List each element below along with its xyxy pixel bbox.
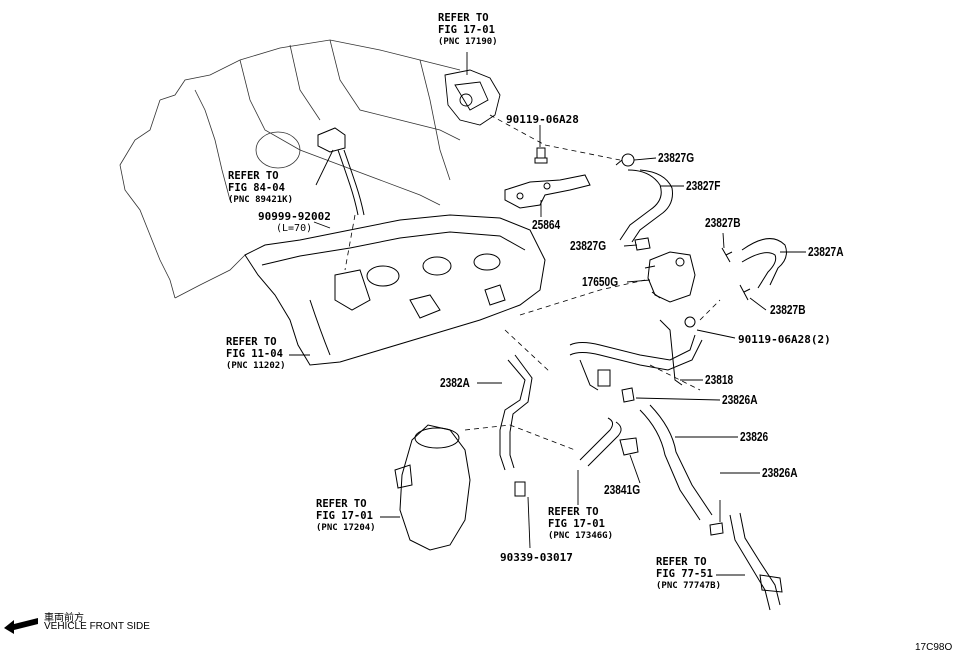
ref-89421k-line2: FIG 84-04 [228, 182, 285, 194]
part-2382a: 2382A [440, 375, 470, 390]
part-23827g-top: 23827G [658, 150, 695, 165]
ref-77747b-line1: REFER TO [656, 556, 707, 568]
bolt-top [534, 147, 548, 164]
ref-17204-line2: FIG 17-01 [316, 510, 373, 522]
ref-17190-line2: FIG 17-01 [438, 24, 495, 36]
hose-23827a [741, 238, 787, 289]
part-23826a-low: 23826A [762, 465, 798, 480]
hose-2382a [499, 354, 533, 471]
part-90339-03017: 90339-03017 [500, 551, 573, 564]
cylinder-head-cover [244, 214, 546, 366]
ref-17346g-line2: FIG 17-01 [548, 518, 605, 530]
ref-17204: REFER TO FIG 17-01 (PNC 17204) [316, 498, 376, 534]
front-direction-en: VEHICLE FRONT SIDE [44, 621, 150, 632]
part-23827a: 23827A [808, 244, 844, 259]
bracket-25864 [504, 174, 591, 209]
hose-23827f [619, 169, 673, 243]
part-17650g: 17650G [582, 274, 619, 289]
diagram-id: 17C98O [915, 642, 953, 653]
ref-11202: REFER TO FIG 11-04 (PNC 11202) [226, 336, 286, 372]
front-direction-jp: 車両前方 [44, 613, 84, 624]
part-23827g-mid: 23827G [570, 238, 607, 253]
part-23827b-bottom: 23827B [770, 302, 806, 317]
ref-77747b-line3: (PNC 77747B) [656, 581, 722, 591]
part-90999-92002: 90999-92002 [258, 210, 331, 223]
ref-17346g-line3: (PNC 17346G) [548, 531, 614, 541]
ref-17204-line1: REFER TO [316, 498, 367, 510]
part-25864: 25864 [532, 217, 561, 232]
throttle-body [444, 69, 501, 126]
ref-89421k-line3: (PNC 89421K) [228, 195, 294, 205]
ref-11202-line2: FIG 11-04 [226, 348, 283, 360]
part-23827b-top: 23827B [705, 215, 741, 230]
front-arrow [4, 618, 38, 634]
clip-23827b-bottom [739, 284, 751, 301]
clip-23827b-top [721, 247, 733, 263]
ref-11202-line1: REFER TO [226, 336, 277, 348]
hose-23826 [639, 404, 713, 521]
ref-17190: REFER TO FIG 17-01 (PNC 17190) [438, 12, 498, 48]
part-23827f: 23827F [686, 178, 721, 193]
part-23841g: 23841G [604, 482, 641, 497]
clip-23826a-low [709, 522, 724, 536]
ref-17190-line3: (PNC 17190) [438, 37, 498, 47]
hose-23841g [579, 417, 639, 467]
part-90119-06a28-2: 90119-06A28(2) [738, 333, 831, 346]
ref-11202-line3: (PNC 11202) [226, 361, 286, 371]
ref-17190-line1: REFER TO [438, 12, 489, 24]
ref-89421k: REFER TO FIG 84-04 (PNC 89421K) [228, 170, 293, 206]
part-90119-06a28: 90119-06A28 [506, 113, 579, 126]
sensor-connector [317, 127, 365, 216]
pipe-77747b [729, 512, 783, 611]
ref-77747b: REFER TO FIG 77-51 (PNC 77747B) [656, 556, 721, 592]
part-23826a-mid: 23826A [722, 392, 758, 407]
clip-23826a-mid [621, 387, 635, 403]
pipe-23818 [569, 316, 703, 391]
ref-77747b-line2: FIG 77-51 [656, 568, 713, 580]
ref-17204-line3: (PNC 17204) [316, 523, 376, 533]
valve-17650g [644, 251, 696, 303]
plug-90339 [514, 481, 526, 497]
engine-block [119, 39, 461, 299]
ref-89421k-line1: REFER TO [228, 170, 279, 182]
part-23826: 23826 [740, 429, 769, 444]
water-outlet [394, 424, 471, 551]
part-23818: 23818 [705, 372, 734, 387]
part-90999-note: (L=70) [276, 223, 313, 234]
clip-23827g-mid [634, 237, 651, 251]
ref-17346g-line1: REFER TO [548, 506, 599, 518]
ref-17346g: REFER TO FIG 17-01 (PNC 17346G) [548, 506, 613, 542]
